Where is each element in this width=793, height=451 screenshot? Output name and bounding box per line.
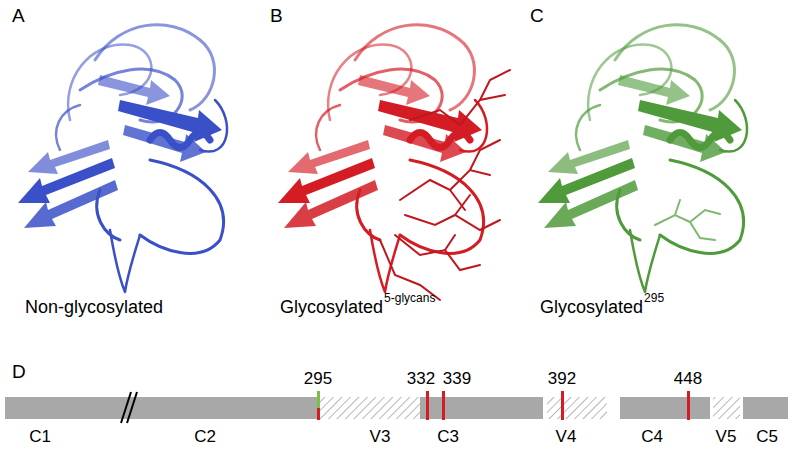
protein-c	[538, 25, 747, 292]
panel-letter: C	[530, 6, 544, 27]
panel-letter: B	[270, 6, 283, 27]
panel-caption: Glycosylated	[540, 298, 643, 318]
sequence-bar	[5, 392, 788, 423]
region-label: C4	[641, 428, 663, 447]
region-label: C3	[437, 428, 459, 447]
region-label: V5	[716, 428, 737, 447]
region-label: V4	[556, 428, 577, 447]
position-number: 332	[407, 370, 435, 389]
position-number: 339	[443, 370, 471, 389]
protein-a	[18, 25, 227, 292]
position-number: 295	[304, 370, 332, 389]
glycans-b	[380, 70, 510, 300]
region-label: C5	[756, 428, 778, 447]
position-number: 448	[674, 370, 702, 389]
panel-caption: Non-glycosylated	[25, 298, 163, 318]
panel-caption: Glycosylated	[280, 298, 383, 318]
caption-superscript: 5-glycans	[384, 292, 435, 305]
region-label: C1	[29, 428, 51, 447]
region-label: V3	[370, 428, 391, 447]
panel-letter: D	[12, 362, 26, 383]
glycan-c	[655, 200, 720, 240]
protein-b	[278, 25, 487, 292]
region-label: C2	[194, 428, 216, 447]
panel-letter: A	[12, 6, 25, 27]
caption-superscript: 295	[644, 292, 664, 305]
glycan-markers	[317, 391, 690, 420]
position-number: 392	[548, 370, 576, 389]
